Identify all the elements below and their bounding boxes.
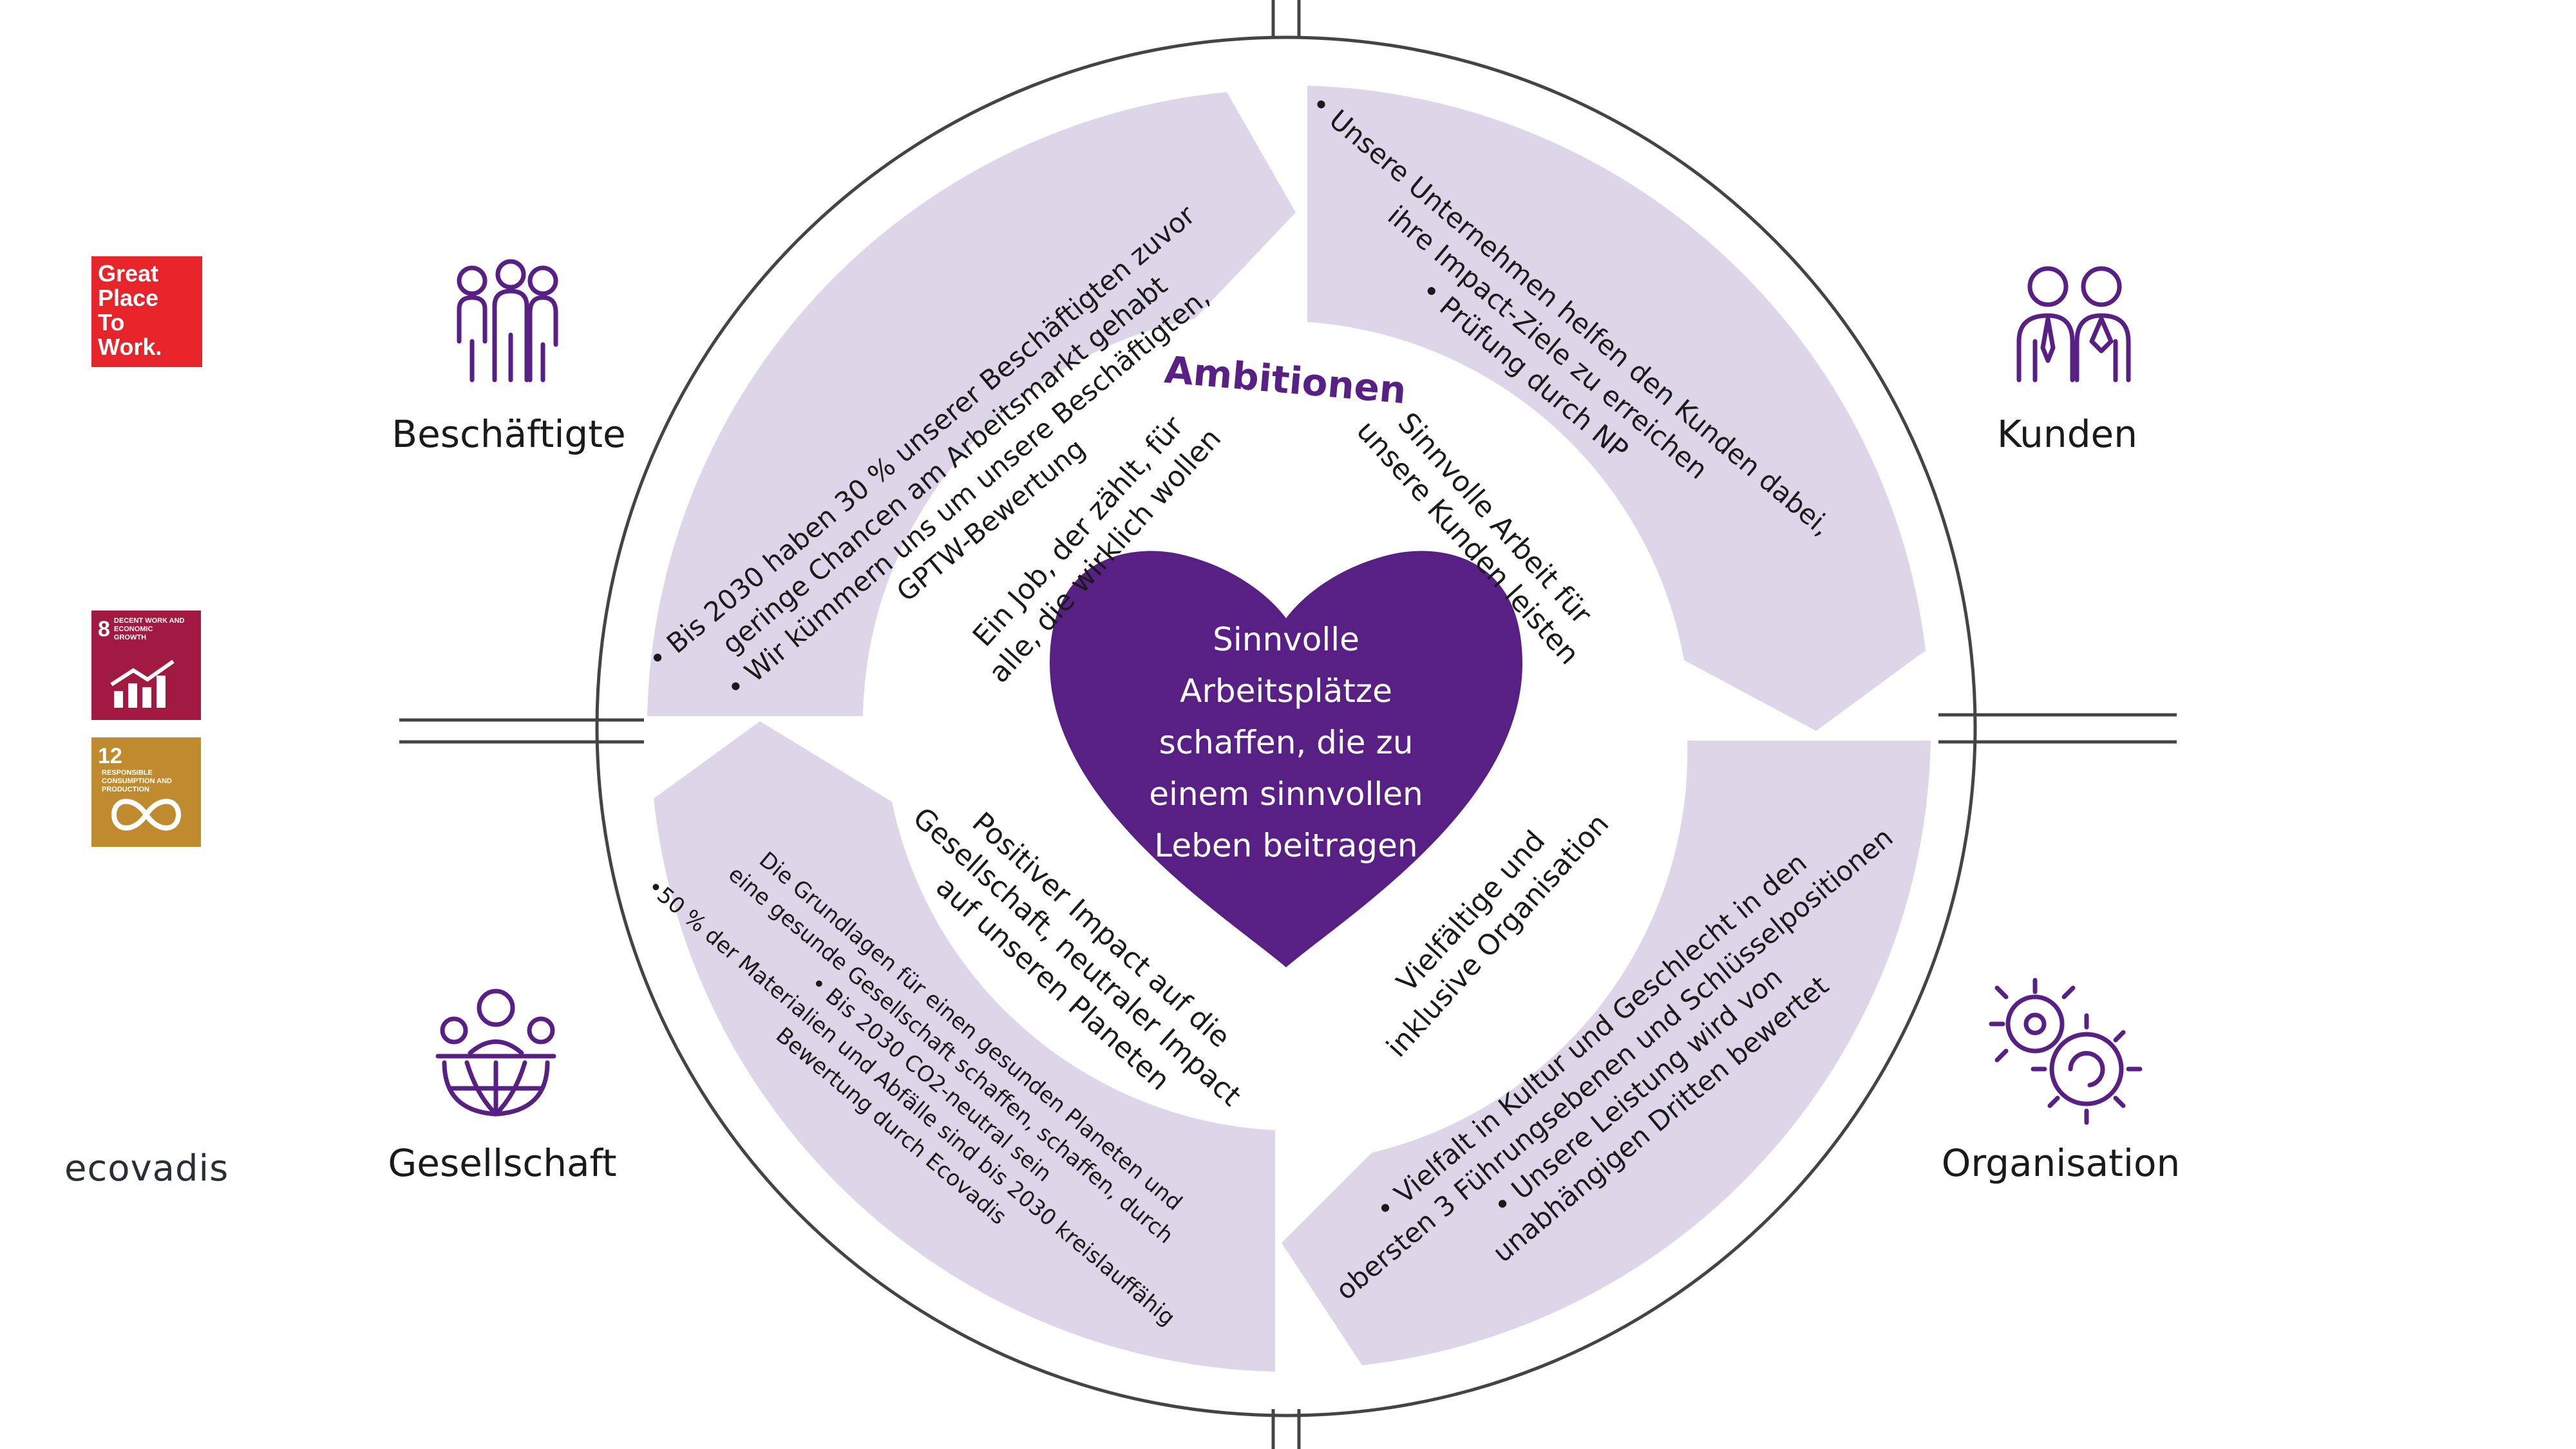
infinity-icon: [111, 799, 182, 831]
globe-community-icon: [435, 989, 556, 1117]
segment-employees: [647, 92, 1296, 716]
heart-line-4: einem sinnvollen: [1149, 775, 1423, 813]
heart-line-5: Leben beitragen: [1154, 827, 1417, 864]
label-organisation: Organisation: [1941, 1141, 2181, 1185]
ambitions-label: Ambitionen: [1163, 348, 1408, 413]
heart-shape: [1050, 551, 1522, 967]
divider-lines: [399, 0, 2177, 1449]
segment-society: [654, 721, 1275, 1372]
sdg-12-logo: 12RESPONSIBLE CONSUMPTION AND PRODUCTION: [91, 737, 201, 847]
heart-line-1: Sinnvolle: [1213, 621, 1359, 658]
heart-line-2: Arbeitsplätze: [1180, 672, 1392, 710]
heart-line-3: schaffen, die zu: [1159, 724, 1414, 761]
people-group-icon: [457, 259, 558, 383]
outer-segments: [647, 86, 1931, 1372]
heart-text: Sinnvolle Arbeitsplätze schaffen, die zu…: [1149, 621, 1423, 864]
label-employees: Beschäftigte: [392, 412, 626, 456]
great-place-to-work-logo: Great Place To Work.: [91, 256, 202, 367]
segment-customers: [1307, 86, 1926, 731]
label-society: Gesellschaft: [388, 1141, 617, 1185]
growth-chart-icon: [110, 659, 175, 708]
business-people-icon: [2016, 266, 2131, 383]
outer-circle: [595, 35, 1977, 1417]
gears-icon: [1989, 978, 2143, 1125]
label-customers: Kunden: [1997, 412, 2137, 456]
ecovadis-logo: ecovadis: [64, 1148, 229, 1189]
segment-organisation: [1282, 741, 1931, 1365]
